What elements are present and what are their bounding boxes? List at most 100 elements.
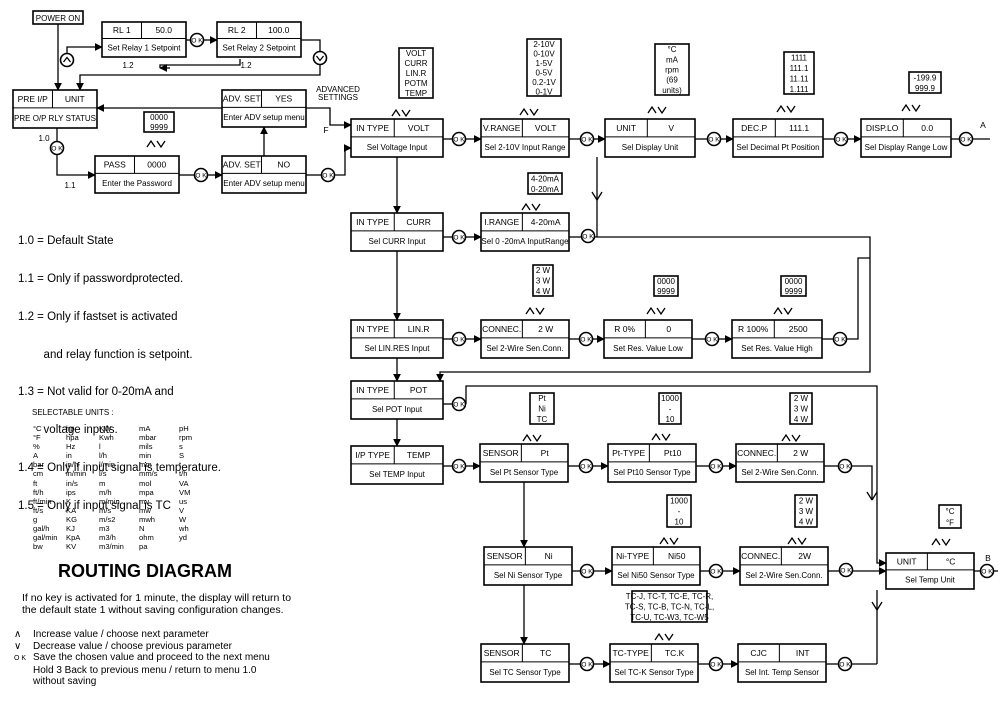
flow-connector (591, 191, 598, 201)
ok-label: O K (706, 336, 718, 343)
unit-cell: VA (179, 478, 189, 488)
menu-box-description: Sel Int. Temp Sensor (745, 668, 819, 677)
unit-cell: Kwh (99, 433, 114, 443)
flow-connector (301, 39, 321, 51)
unit-cell: cm (33, 469, 44, 479)
ok-circle (704, 331, 720, 347)
unit-cell (179, 542, 209, 551)
menu-box-value: Pt (541, 448, 550, 458)
menu-box-parameter: SENSOR (483, 448, 519, 458)
flow-connectors (54, 24, 998, 668)
down-arrow-icon (156, 140, 166, 149)
ok-key-icon: O K (704, 331, 720, 347)
menu-box-frame (216, 21, 302, 58)
menu-box-parameter: IN TYPE (356, 217, 389, 227)
option-value: 1-5V (536, 59, 554, 68)
menu-box-value: YES (275, 94, 292, 104)
menu-box-parameter: R 0% (614, 324, 635, 334)
menu-box-description: Enter the Password (102, 179, 172, 188)
option-box-frame (654, 43, 690, 96)
menu-box-parameter: R 100% (738, 324, 769, 334)
ok-key-icon: O K (833, 131, 849, 147)
menu-box-parameter: V.RANGE (483, 123, 521, 133)
legend-text: Hold 3 Back to previous menu / return to… (33, 664, 257, 676)
ok-key-icon: O K (979, 563, 995, 579)
menu-box-frame (350, 380, 444, 420)
diagram-title: ROUTING DIAGRAM (58, 561, 232, 581)
connector-label-f: F (323, 125, 328, 135)
option-value: 10 (666, 415, 675, 424)
ok-label: O K (453, 401, 465, 408)
legend-row: ∧Increase value / choose next parameter (14, 629, 270, 641)
unit-cell: in/s (66, 478, 78, 488)
unit-cell: KJ (66, 524, 75, 534)
unit-cell: m3 (99, 524, 110, 534)
legend-row: ∨Decrease value / choose previous parame… (14, 641, 270, 653)
up-arrow-icon (659, 536, 669, 545)
ok-key-icon: O K (451, 131, 467, 147)
option-value: TC-U, TC-W3, TC-W5 (630, 613, 709, 622)
ok-circle (579, 656, 595, 672)
ok-label: O K (580, 336, 592, 343)
unit-cell: rpm (179, 433, 193, 443)
unit-cell: mwh (139, 514, 156, 524)
up-down-arrows-opt_unit (647, 105, 667, 115)
ok-label: O K (710, 661, 722, 668)
menu-box-value: 50.0 (155, 25, 172, 35)
option-value: 4 W (536, 287, 551, 296)
unit-cell: mm (139, 460, 152, 470)
down-arrow-icon (656, 307, 666, 316)
menu-box-description: Set Res. Value Low (613, 344, 683, 353)
option-value: 2-10V (533, 40, 555, 49)
menu-box-parameter: PRE I/P (18, 94, 49, 104)
unit-cell: g (33, 514, 38, 524)
legend-row: without saving (14, 676, 270, 688)
ok-key-icon: O K (189, 32, 205, 48)
menu-box-description: Sel POT Input (372, 405, 423, 414)
unit-cell: KA (66, 505, 77, 515)
menu-box-frame (101, 21, 187, 58)
option-box-frame (398, 47, 434, 99)
menu-box-frame (479, 443, 569, 483)
option-value: (69 (666, 76, 678, 85)
menu-box-parameter: UNIT (897, 556, 917, 566)
flow-connector (866, 491, 873, 501)
menu-box-parameter: IN TYPE (356, 385, 389, 395)
unit-cell: m (99, 478, 106, 488)
unit-cell: ips (66, 487, 76, 497)
option-value: - (678, 507, 681, 516)
down-arrow-icon (941, 538, 951, 547)
menu-box-frame (350, 212, 444, 252)
unit-cell: l/s (99, 469, 107, 479)
down-arrow-icon (535, 307, 545, 316)
menu-box-description: Set Res. Value High (741, 344, 812, 353)
menu-box-frame (860, 118, 952, 158)
unit-cell: S (179, 451, 185, 461)
unit-cell: % (33, 442, 40, 452)
option-value: 3 W (799, 507, 814, 516)
menu-box-value: 0 (666, 324, 671, 334)
menu-box-description: Enter ADV setup menu (223, 179, 304, 188)
up-down-arrows-opt_conn1 (525, 306, 545, 316)
menu-box-description: Sel 2-10V Input Range (485, 143, 566, 152)
menu-box-value: VOLT (408, 123, 430, 133)
up-down-arrows-opt_sensor (522, 433, 542, 443)
option-box-opt_conn2: 2 W3 W4 W (789, 392, 813, 425)
option-value: CURR (404, 59, 427, 68)
up-arrow-icon (519, 107, 529, 116)
unit-cell: in (66, 451, 72, 461)
ok-key-icon: O K (451, 396, 467, 412)
ok-circle (189, 32, 205, 48)
down-arrow-icon (783, 307, 793, 316)
